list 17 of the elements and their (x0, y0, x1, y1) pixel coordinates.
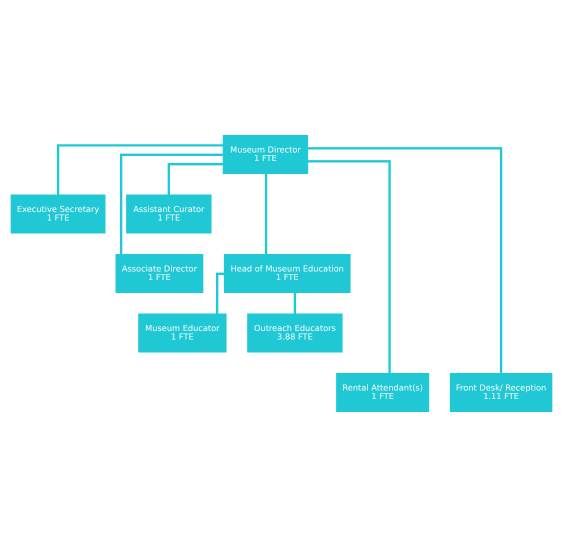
node-box: Head of Museum Education 1 FTE (224, 254, 351, 292)
connector (264, 173, 268, 254)
connector (216, 272, 224, 314)
node-box: Associate Director 1 FTE (116, 254, 204, 292)
node-box: Front Desk/ Reception 1.11 FTE (450, 372, 552, 412)
node-box: Outreach Educators 3.88 FTE (247, 313, 343, 352)
connector (120, 153, 223, 254)
node-box: Museum Director 1 FTE (222, 134, 308, 174)
connector (168, 162, 223, 194)
node-box: Assistant Curator 1 FTE (126, 194, 212, 233)
connector (56, 144, 223, 194)
node-box: Rental Attendant(s) 1 FTE (336, 372, 430, 412)
connector (308, 160, 391, 373)
connector (294, 292, 296, 314)
node-box: Executive Secretary 1 FTE (10, 194, 106, 233)
connector (308, 146, 502, 373)
node-box: Museum Educator 1 FTE (138, 313, 227, 352)
